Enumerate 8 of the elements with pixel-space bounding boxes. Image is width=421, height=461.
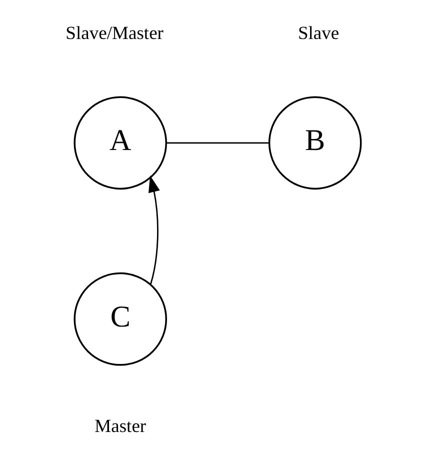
node-circle: C — [74, 272, 168, 366]
node-circle: A — [74, 96, 168, 190]
connector — [166, 142, 270, 144]
node-circle: B — [268, 96, 362, 190]
node-label: Master — [94, 415, 146, 436]
node-label: Slave/Master — [66, 22, 164, 44]
node-label: Slave — [298, 22, 340, 44]
arrow — [148, 175, 160, 284]
